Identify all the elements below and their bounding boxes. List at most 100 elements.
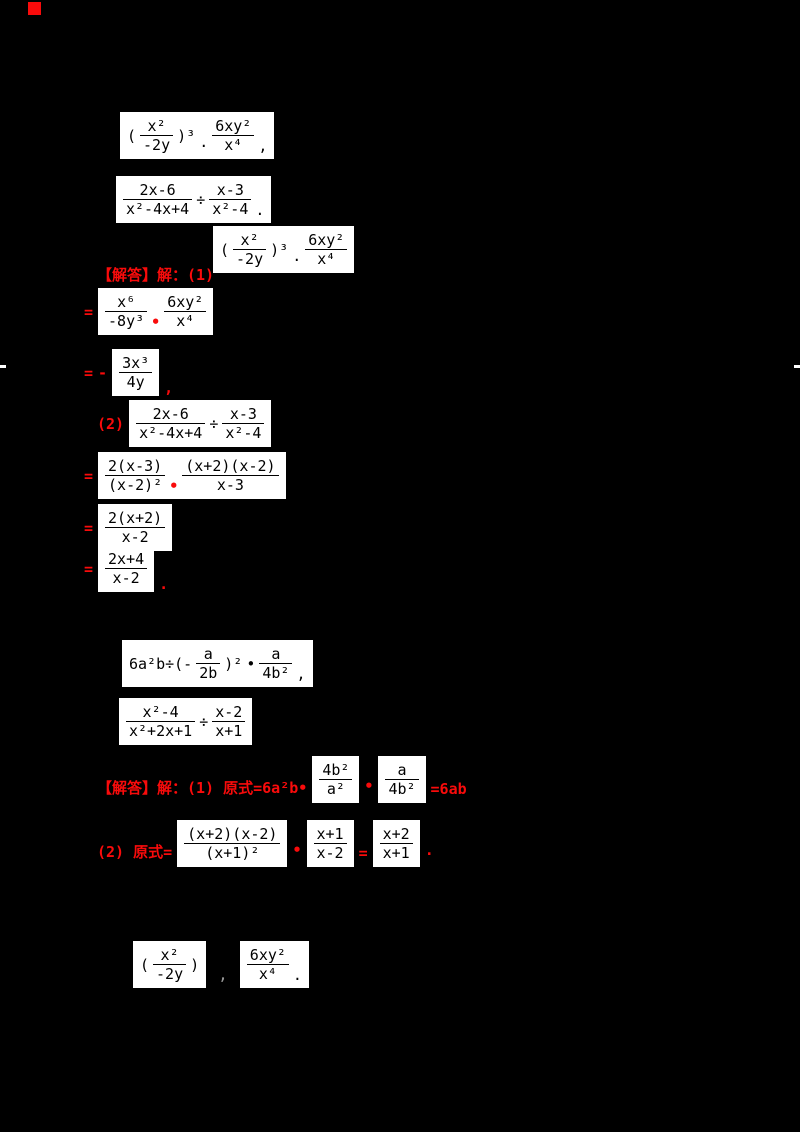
fraction: 2(x-3)(x-2)² xyxy=(105,457,166,494)
trailing-comma: , xyxy=(164,378,174,397)
denominator: x²-4 xyxy=(212,200,249,218)
numerator: 2x-6 xyxy=(123,181,193,200)
multiply-dot-icon: • xyxy=(292,841,302,859)
numerator: x-3 xyxy=(222,405,265,424)
equals-sign: = xyxy=(84,363,94,382)
denominator: x+1 xyxy=(215,722,243,740)
numerator: 3x³ xyxy=(119,354,153,373)
solution1-label-row: 【解答】解：(1) xyxy=(97,264,214,285)
numerator: x² xyxy=(233,231,267,250)
solution2-step1-row: = 2(x-3)(x-2)² • (x+2)(x-2)x-3 xyxy=(84,452,286,499)
numerator: 2x-6 xyxy=(136,405,206,424)
numerator: x-3 xyxy=(209,181,252,200)
numerator: 6xy² xyxy=(212,117,255,136)
formula-box-step: (x+2)(x-2)(x+1)² xyxy=(177,820,288,867)
equals-sign: = xyxy=(84,302,94,321)
denominator: x⁴ xyxy=(224,136,243,154)
numerator: (x+2)(x-2) xyxy=(182,457,279,476)
open-paren: ( xyxy=(140,955,150,974)
numerator: x² xyxy=(153,946,187,965)
numerator: x+1 xyxy=(313,825,347,844)
divide-operator: ÷ xyxy=(199,712,209,731)
denominator: x-2 xyxy=(112,569,140,587)
divide-operator: ÷ xyxy=(196,190,206,209)
multiply-dot-icon: • xyxy=(151,312,161,331)
numerator: 2(x+2) xyxy=(105,509,166,528)
minus-sign: - xyxy=(98,363,108,382)
equals-sign: = xyxy=(84,518,94,537)
multiply-dot-icon: • xyxy=(364,777,374,795)
page-edge-tick-right xyxy=(794,365,800,368)
numerator: a xyxy=(259,645,293,664)
denominator: -2y xyxy=(156,965,184,983)
solution-result: =6ab xyxy=(430,780,467,798)
page-edge-tick-left xyxy=(0,365,6,368)
numerator: x²-4 xyxy=(126,703,196,722)
numerator: 4b² xyxy=(319,761,353,780)
numerator: 6xy² xyxy=(246,946,289,965)
fraction: x²-2y xyxy=(140,117,174,154)
fraction: (x+2)(x-2)(x+1)² xyxy=(184,825,281,862)
numerator: x+2 xyxy=(379,825,413,844)
numerator: x² xyxy=(140,117,174,136)
denominator: 4b² xyxy=(388,780,416,798)
trailing-period: . xyxy=(159,574,169,593)
formula-box-step: 2(x-3)(x-2)² • (x+2)(x-2)x-3 xyxy=(98,452,286,499)
numerator: a xyxy=(385,761,419,780)
numerator: x⁶ xyxy=(105,293,148,312)
numerator: 6xy² xyxy=(164,293,207,312)
denominator: x-3 xyxy=(216,476,244,494)
close-paren-exponent: )² xyxy=(224,654,243,673)
fraction: 2(x+2)x-2 xyxy=(105,509,166,546)
denominator: x+1 xyxy=(382,844,410,862)
solution-label: 【解答】解：(1) xyxy=(97,266,215,284)
denominator: -2y xyxy=(143,136,171,154)
fraction: (x+2)(x-2)x-3 xyxy=(182,457,279,494)
open-paren: ( xyxy=(127,126,137,145)
solution-prefix: (2) 原式= xyxy=(97,843,173,861)
denominator: x²-4x+4 xyxy=(126,200,190,218)
denominator: -2y xyxy=(236,250,264,268)
denominator: x-2 xyxy=(121,528,149,546)
red-square-marker xyxy=(28,2,41,15)
formula-box-step: 2(x+2)x-2 xyxy=(98,504,173,551)
solution-prefix: 【解答】解：(1) 原式=6a²b• xyxy=(97,779,308,797)
close-paren: ) xyxy=(190,955,200,974)
numerator: x-2 xyxy=(212,703,246,722)
trailing-period: . xyxy=(424,841,434,859)
formula-box-fragment: ( x²-2y ) xyxy=(133,941,207,988)
numerator: 6xy² xyxy=(305,231,348,250)
denominator: x⁴ xyxy=(258,965,277,983)
fraction: x²-2y xyxy=(233,231,267,268)
